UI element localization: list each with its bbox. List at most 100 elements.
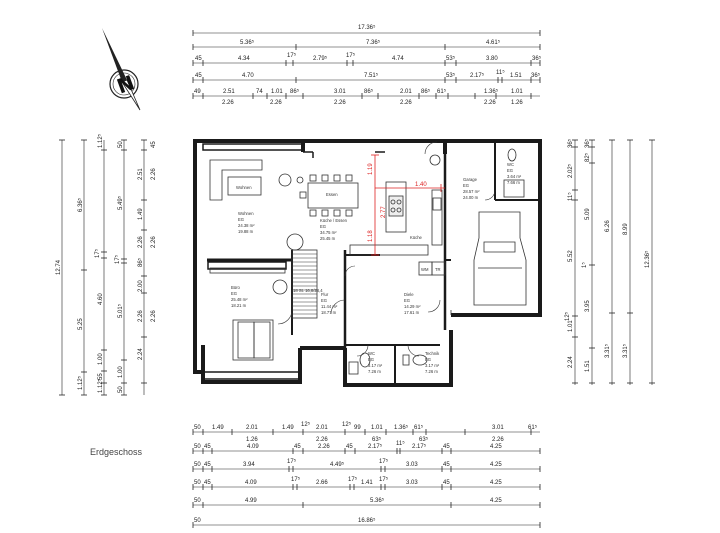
dim-top-r3-4: 2.17⁵ [470, 72, 485, 79]
dim-right-a5: 2.24 [568, 356, 574, 368]
dim-left-e1: 2.26 [151, 168, 157, 180]
dim-bot-r2-4: 2.26 [318, 444, 330, 450]
dim-top-r4-11: 1.01 [511, 89, 523, 95]
dim-top-r1-b: 7.36⁵ [366, 39, 381, 46]
dim-left-c3: 17⁵ [114, 254, 121, 264]
dim-top-r2-3: 2.79⁵ [313, 55, 328, 62]
dim-top-r4b-4: 2.26 [484, 100, 496, 106]
dim-bot-r3-1: 45 [204, 462, 211, 468]
dim-left-d5: 2.26 [138, 310, 144, 322]
dim-bot-r3-7: 45 [443, 462, 450, 468]
room-diele-perim: 17.61 m [404, 310, 420, 315]
room-buero-area: 25.48 m² [231, 297, 248, 302]
bottom-dimension-lines [192, 429, 541, 528]
dim-top-r4b-1: 2.26 [270, 100, 282, 106]
dim-right-a0: 36⁵ [567, 138, 574, 148]
room-flur-area: 11.44 m² [321, 304, 338, 309]
dim-top-r2-0: 45 [195, 56, 202, 62]
dim-bot-r1-8: 1.01 [371, 425, 383, 431]
dim-bot-r4-6: 1.41 [361, 480, 373, 486]
dim-top-r2-8: 36⁵ [532, 55, 542, 62]
room-garage-perim: 24.00 m [463, 195, 479, 200]
right-dimension-texts: 36⁵ 2.02⁵ 11⁵ 5.52 1.01 2.24 12⁵ 36⁵ 82⁵… [564, 138, 651, 372]
dim-top-r3-6: 1.51 [510, 73, 522, 79]
dim-bot-overall: 16.86⁵ [358, 517, 376, 524]
dim-bot-r3-4: 4.49⁵ [330, 461, 345, 468]
room-kueche-perim: 25.45 m [320, 236, 336, 241]
dim-bot-r1-10: 61⁵ [414, 424, 424, 431]
dim-bot-r4-3: 17⁵ [291, 476, 301, 483]
dim-top-r1-a: 5.36⁵ [240, 39, 255, 46]
dim-right-d1: 3.31⁵ [622, 343, 629, 358]
dim-bot-r2-10: 4.25 [490, 444, 502, 450]
room-wc2-area: 3.64 m² [507, 174, 522, 179]
dim-bot-r1-7: 99 [354, 425, 361, 431]
dim-right-b2: 5.09 [585, 208, 591, 220]
dim-right-a2: 11⁵ [567, 192, 574, 201]
dim-bot-r1-5: 2.01 [316, 425, 328, 431]
dim-top-r4-7: 2.01 [400, 89, 412, 95]
dim-right-b1: 82⁵ [584, 152, 591, 162]
dim-right-b3: 1⁵ [581, 262, 588, 268]
wm-label: WM [421, 267, 429, 272]
dim-bot-r4-9: 45 [443, 480, 450, 486]
dim-top-r2-2: 17⁵ [287, 52, 297, 59]
dim-bot-r4-5: 17⁵ [348, 476, 358, 483]
north-label: N [114, 70, 138, 98]
dim-left-d3: 86⁵ [137, 257, 144, 267]
dim-bot-r2-2: 4.09 [247, 444, 259, 450]
room-labels: Wohnen Wohnen EG 24.38 m² 19.88 m Essen … [231, 162, 522, 374]
dim-top-r4b-0: 2.26 [222, 100, 234, 106]
dim-bot-r2-8: 2.17⁵ [412, 443, 427, 450]
floor-label: Erdgeschoss [90, 447, 143, 457]
dim-top-r1-c: 4.61⁵ [486, 39, 501, 46]
dim-top-r3-1: 4.70 [242, 73, 254, 79]
dim-bot-r5-0: 50 [194, 498, 201, 504]
dim-top-r3-7: 36⁵ [531, 72, 541, 79]
room-kueche-name: Küche / Essen [320, 218, 348, 223]
room-flur-name: Flur [321, 292, 329, 297]
room-kueche-area: 34.75 m² [320, 230, 337, 235]
dim-left-c4: 5.01⁵ [117, 303, 124, 318]
kueche-label: Küche [410, 235, 423, 240]
dim-left-c5: 1.00 [118, 366, 124, 378]
dim-bot-r5-1: 4.99 [245, 498, 257, 504]
dim-top-r2-4: 17⁵ [346, 52, 356, 59]
dim-bot-r4-1: 45 [204, 480, 211, 486]
dim-bot-r2-0: 50 [194, 444, 201, 450]
dim-left-a2: 1.12⁵ [77, 375, 84, 390]
dim-bot-r2-3: 45 [294, 444, 301, 450]
dim-bot-r2-1: 45 [204, 444, 211, 450]
dim-bot-r4-8: 3.03 [406, 480, 418, 486]
dim-bot-r1b-0: 1.26 [246, 437, 258, 443]
dim-top-r2-6: 53⁵ [446, 55, 456, 62]
room-wc2-level: EG [507, 168, 513, 173]
room-buero-name: Büro [231, 285, 241, 290]
dim-left-d4: 2.00 [138, 280, 144, 292]
dim-bot-r3-5: 17⁵ [379, 458, 389, 465]
dim-bot-r1-4: 12⁵ [301, 421, 311, 428]
dim-left-e3: 2.26 [151, 310, 157, 322]
red-dimension-lines [371, 154, 445, 256]
dim-bot-r4-0: 50 [194, 480, 201, 486]
dim-top-r4-1: 2.51 [223, 89, 235, 95]
furniture [209, 148, 527, 375]
dim-top-r4-10: 1.36⁵ [484, 88, 499, 95]
north-arrow-icon: N [102, 28, 141, 111]
room-wc1-perim: 7.26 m [368, 369, 381, 374]
dim-bot-r2-7: 11⁵ [396, 440, 405, 447]
dim-bot-r1-12: 61⁵ [528, 424, 538, 431]
dim-bot-r3-8: 4.25 [490, 462, 502, 468]
room-flur-level: EG [321, 298, 327, 303]
room-buero-perim: 18.21 m [231, 303, 247, 308]
dim-right-c1: 3.31⁵ [604, 343, 611, 358]
dim-top-r4-4: 86⁵ [290, 88, 300, 95]
stair-treads [292, 253, 317, 315]
dim-right-overall: 12.36⁵ [644, 250, 651, 268]
dim-bot-r3-3: 17⁵ [287, 458, 297, 465]
top-dimension-texts: 17.36⁵ 5.36⁵ 7.36⁵ 4.61⁵ 45 4.34 17⁵ 2.7… [194, 24, 542, 106]
room-wc1-name: WC [368, 351, 375, 356]
room-wc1-area: 3.17 m² [368, 363, 383, 368]
dim-left-a1: 5.25 [78, 318, 84, 330]
